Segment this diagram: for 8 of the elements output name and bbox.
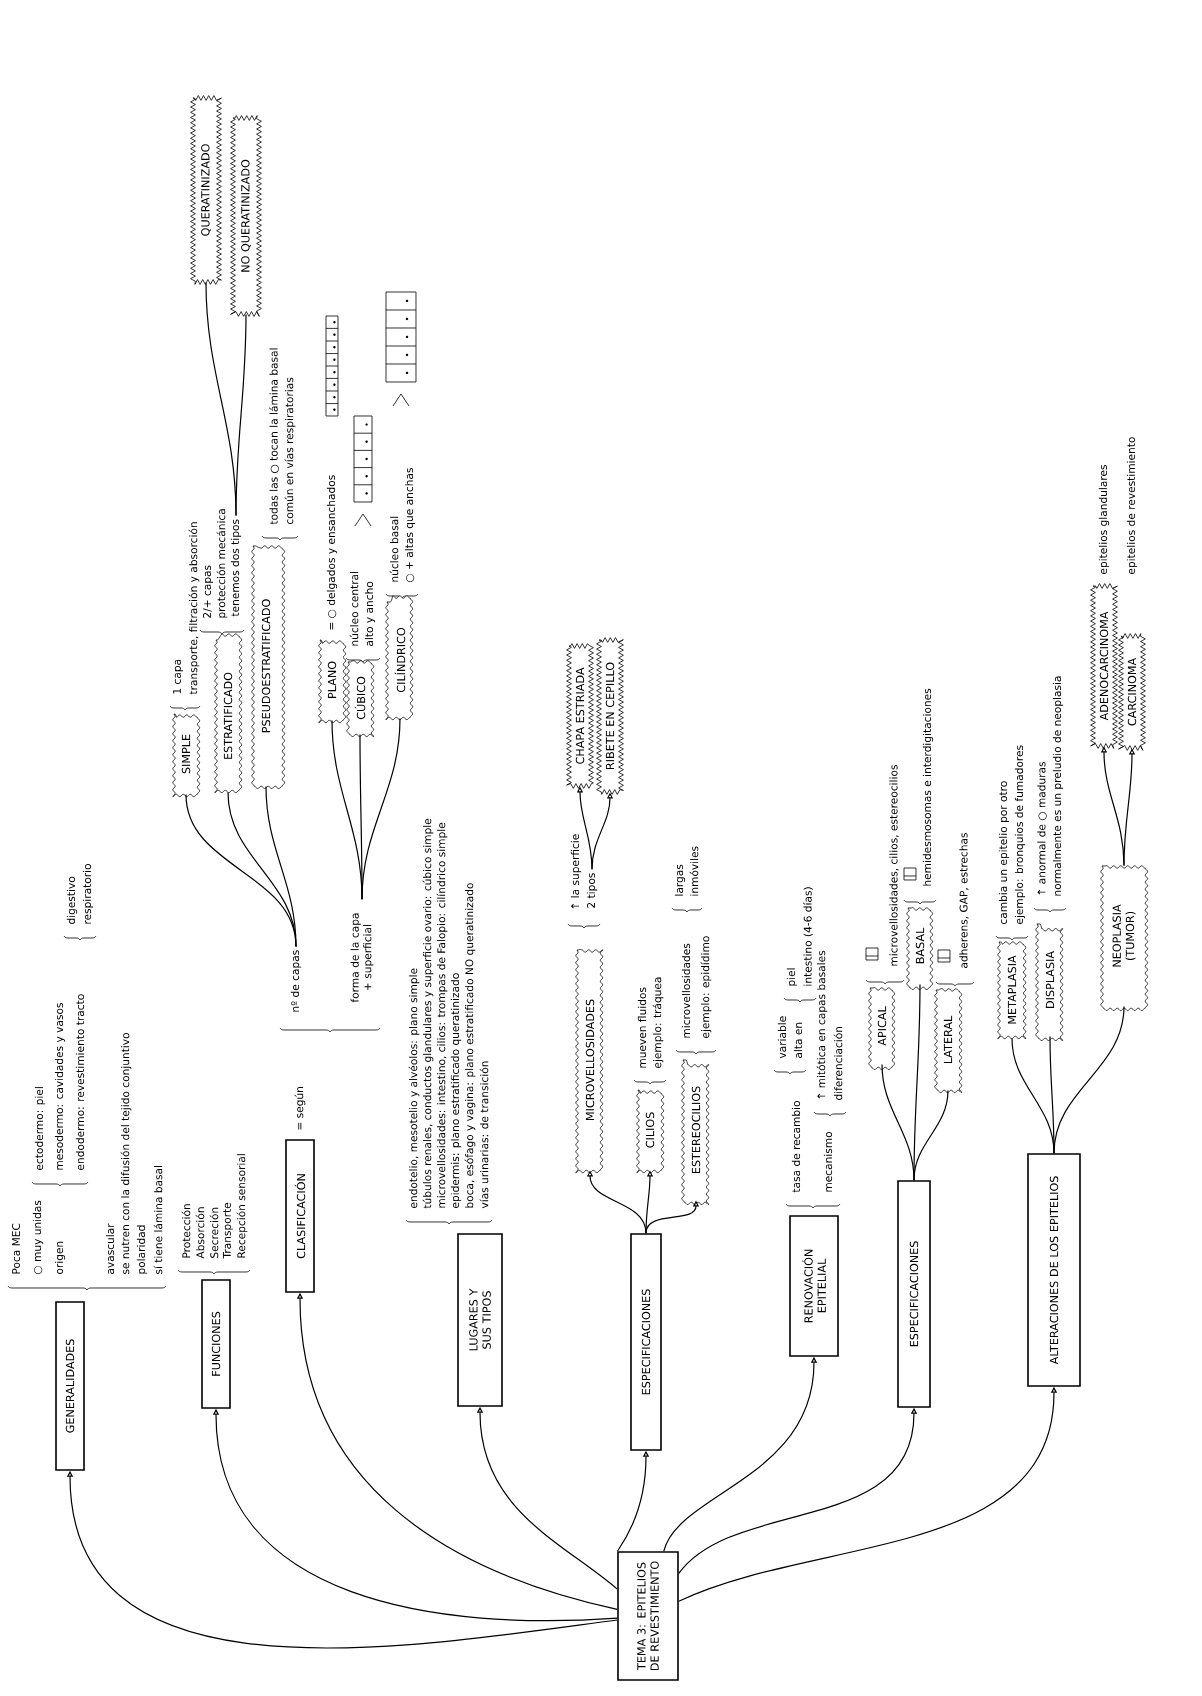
connector bbox=[913, 983, 921, 1181]
connector bbox=[1049, 1035, 1055, 1154]
connector bbox=[359, 733, 363, 900]
connector bbox=[265, 785, 297, 947]
connector bbox=[235, 313, 247, 517]
connector bbox=[913, 1089, 949, 1181]
connector bbox=[361, 717, 401, 900]
connector bbox=[1053, 1005, 1125, 1154]
